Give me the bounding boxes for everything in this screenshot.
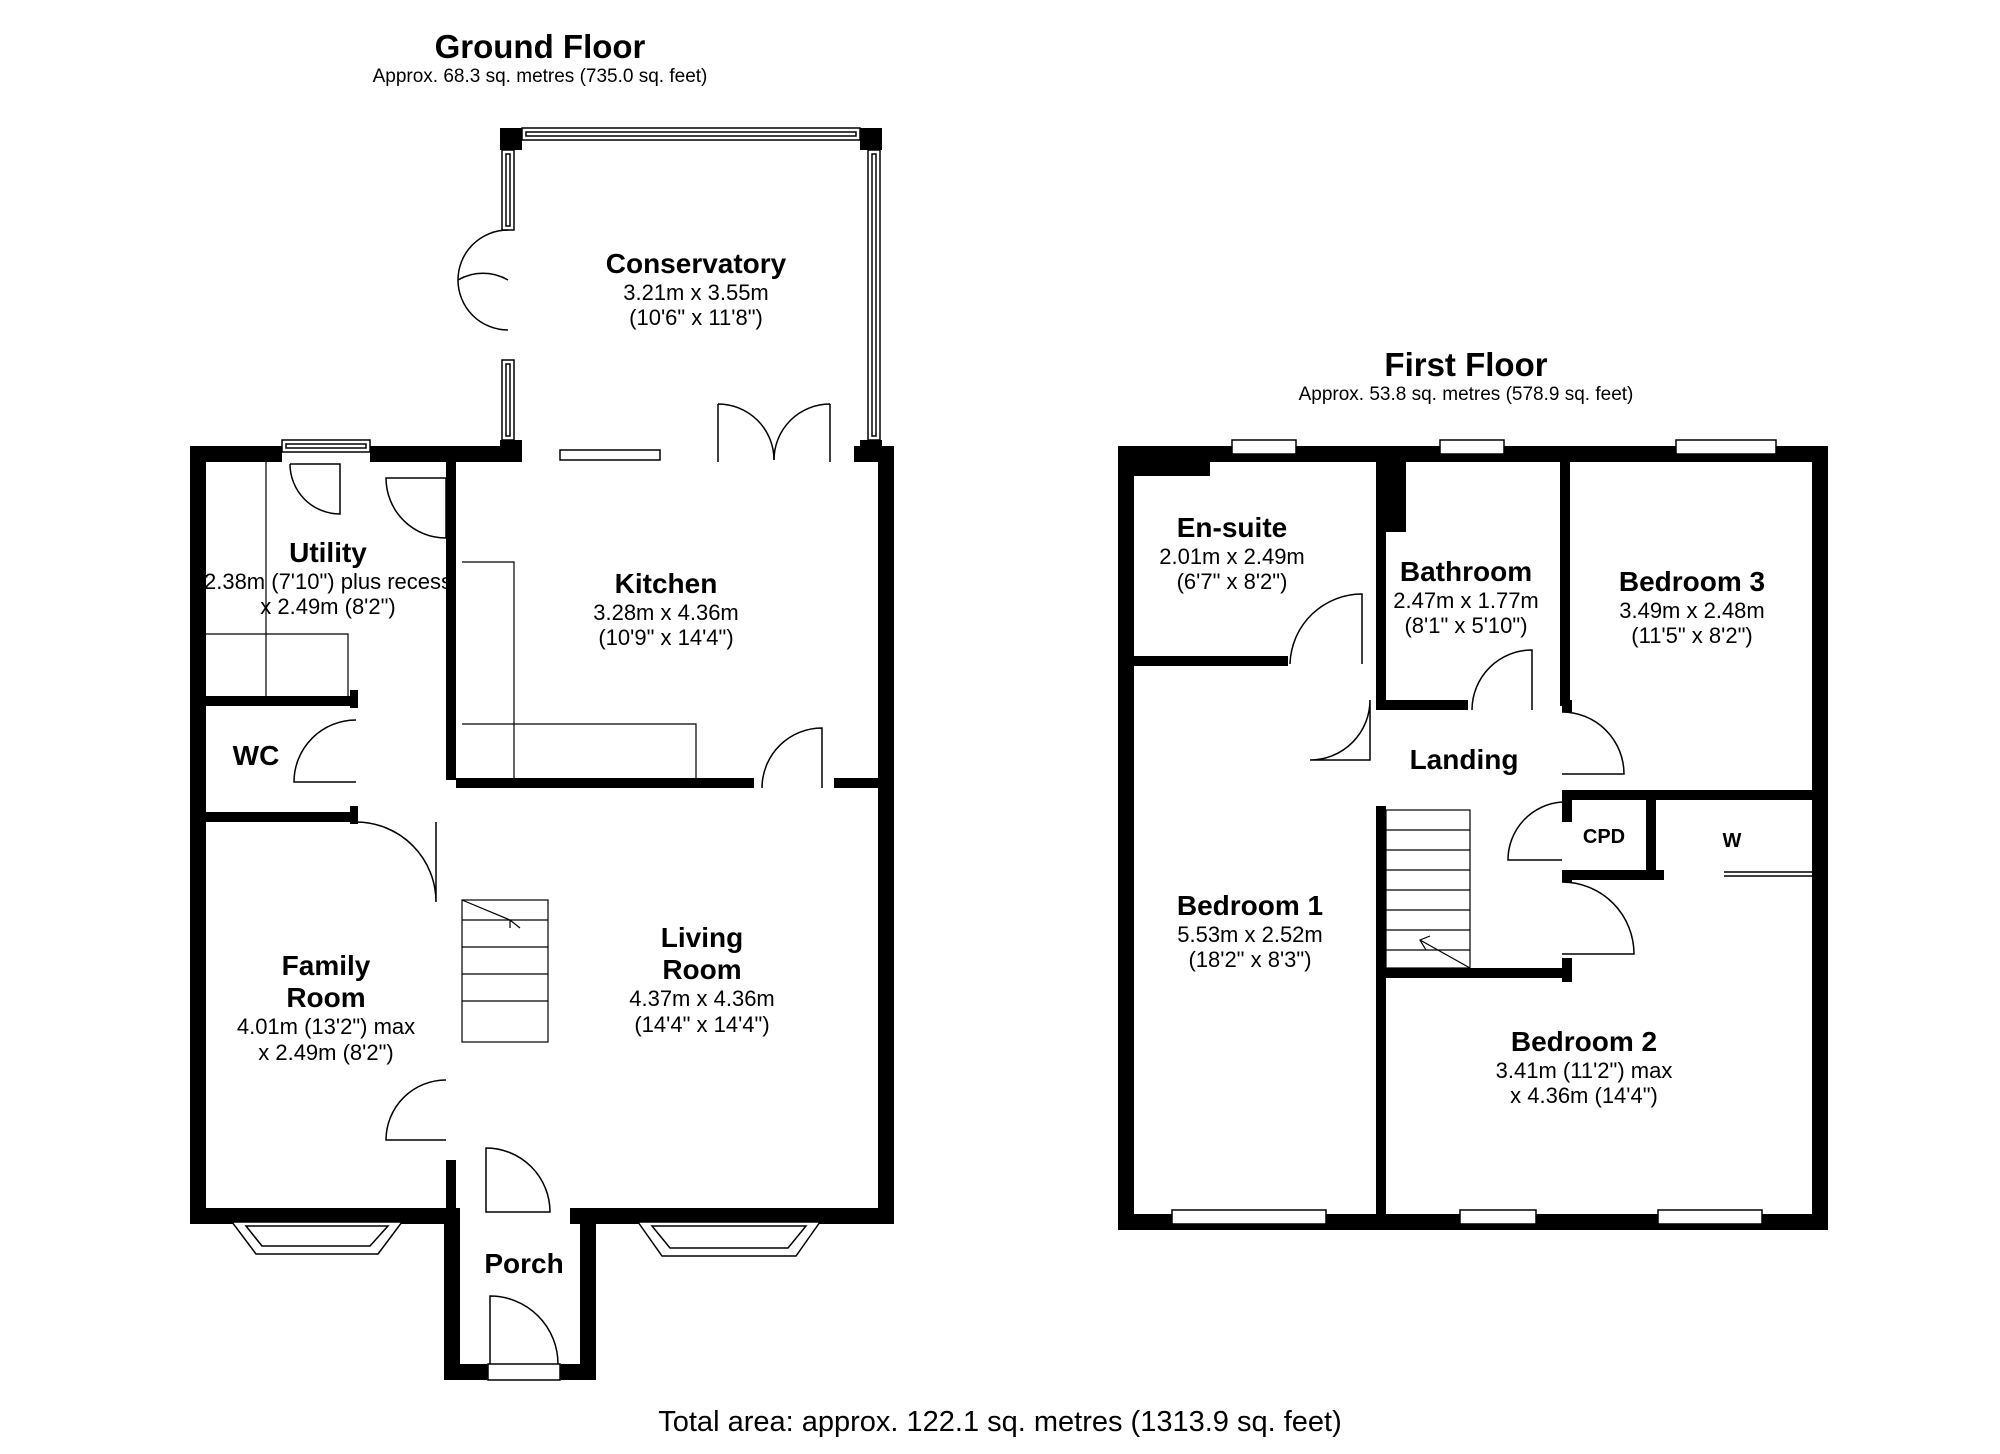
first-floor-area: Approx. 53.8 sq. metres (578.9 sq. feet) bbox=[1298, 383, 1634, 405]
room-name: Bedroom 1 bbox=[1176, 890, 1324, 921]
room-dimensions: x 4.36m (14'4") bbox=[1510, 1083, 1658, 1109]
total-area: Total area: approx. 122.1 sq. metres (13… bbox=[658, 1406, 1342, 1438]
room-dimensions: (8'1" x 5'10") bbox=[1404, 613, 1528, 639]
first-floor-heading: First Floor Approx. 53.8 sq. metres (578… bbox=[1299, 346, 1634, 406]
room-dimensions: 4.37m x 4.36m bbox=[629, 986, 775, 1012]
landing-label: Landing bbox=[1410, 744, 1519, 776]
room-dimensions: (10'9" x 14'4") bbox=[598, 625, 734, 651]
room-name: Room bbox=[286, 982, 366, 1014]
family-room-label: Family Room 4.01m (13'2") max x 2.49m (8… bbox=[237, 950, 415, 1065]
room-dimensions: 3.21m x 3.55m bbox=[623, 280, 769, 306]
kitchen-label: Kitchen 3.28m x 4.36m (10'9" x 14'4") bbox=[593, 568, 739, 651]
room-dimensions: x 2.49m (8'2") bbox=[260, 594, 396, 620]
wardrobe-label: W bbox=[1722, 830, 1742, 852]
room-name: Landing bbox=[1409, 744, 1519, 775]
first-floor-plan bbox=[1118, 439, 1828, 1230]
first-floor-title: First Floor bbox=[1384, 346, 1548, 383]
room-dimensions: 3.49m x 2.48m bbox=[1619, 598, 1765, 624]
bedroom-2-label: Bedroom 2 3.41m (11'2") max x 4.36m (14'… bbox=[1496, 1026, 1673, 1109]
room-name: Bathroom bbox=[1399, 556, 1533, 587]
room-name: Kitchen bbox=[614, 568, 718, 599]
bedroom-3-label: Bedroom 3 3.49m x 2.48m (11'5" x 8'2") bbox=[1619, 566, 1765, 649]
room-dimensions: x 2.49m (8'2") bbox=[258, 1039, 394, 1065]
ground-floor-fixtures bbox=[206, 462, 697, 1043]
room-name: Porch bbox=[484, 1248, 564, 1279]
ground-floor-plan bbox=[190, 127, 894, 1381]
living-room-label: Living Room 4.37m x 4.36m (14'4" x 14'4"… bbox=[629, 922, 775, 1037]
room-dimensions: (18'2" x 8'3") bbox=[1188, 947, 1312, 973]
room-name: Utility bbox=[289, 537, 367, 568]
cpd-label: CPD bbox=[1582, 826, 1626, 848]
bathroom-label: Bathroom 2.47m x 1.77m (8'1" x 5'10") bbox=[1393, 556, 1539, 639]
room-name: Bedroom 2 bbox=[1510, 1026, 1658, 1057]
room-dimensions: 2.38m (7'10") plus recess bbox=[203, 569, 453, 595]
room-dimensions: (14'4" x 14'4") bbox=[634, 1011, 770, 1037]
ground-floor-doors bbox=[289, 229, 831, 1365]
ground-floor-title: Ground Floor bbox=[434, 28, 646, 65]
room-dimensions: 3.41m (11'2") max bbox=[1495, 1058, 1673, 1084]
bedroom-1-label: Bedroom 1 5.53m x 2.52m (18'2" x 8'3") bbox=[1177, 890, 1323, 973]
room-dimensions: (6'7" x 8'2") bbox=[1176, 569, 1288, 595]
room-name: WC bbox=[232, 740, 280, 771]
room-name: Room bbox=[662, 954, 742, 986]
room-name: Living bbox=[660, 922, 744, 953]
room-dimensions: (10'6" x 11'8") bbox=[629, 305, 763, 331]
ground-floor-heading: Ground Floor Approx. 68.3 sq. metres (73… bbox=[373, 28, 708, 88]
room-name: Family bbox=[281, 950, 371, 981]
first-floor-windows bbox=[1171, 439, 1812, 1225]
room-name: En-suite bbox=[1176, 512, 1288, 543]
porch-label: Porch bbox=[484, 1248, 563, 1280]
room-dimensions: 4.01m (13'2") max bbox=[236, 1014, 416, 1040]
ground-floor-area: Approx. 68.3 sq. metres (735.0 sq. feet) bbox=[372, 65, 708, 87]
room-name: Conservatory bbox=[605, 248, 787, 279]
room-dimensions: 2.01m x 2.49m bbox=[1159, 544, 1305, 570]
room-name: Bedroom 3 bbox=[1618, 566, 1766, 597]
first-floor-doors bbox=[1289, 593, 1635, 955]
room-dimensions: (11'5" x 8'2") bbox=[1631, 623, 1753, 649]
room-dimensions: 2.47m x 1.77m bbox=[1393, 588, 1539, 614]
conservatory-label: Conservatory 3.21m x 3.55m (10'6" x 11'8… bbox=[606, 248, 787, 331]
ensuite-label: En-suite 2.01m x 2.49m (6'7" x 8'2") bbox=[1159, 512, 1305, 595]
room-dimensions: 3.28m x 4.36m bbox=[593, 600, 739, 626]
first-floor-stairs bbox=[1385, 809, 1471, 969]
ground-floor-windows bbox=[230, 127, 881, 1381]
wc-label: WC bbox=[233, 740, 280, 772]
ground-floor-walls bbox=[190, 128, 894, 1380]
utility-label: Utility 2.38m (7'10") plus recess x 2.49… bbox=[204, 537, 452, 620]
room-dimensions: 5.53m x 2.52m bbox=[1177, 922, 1323, 948]
